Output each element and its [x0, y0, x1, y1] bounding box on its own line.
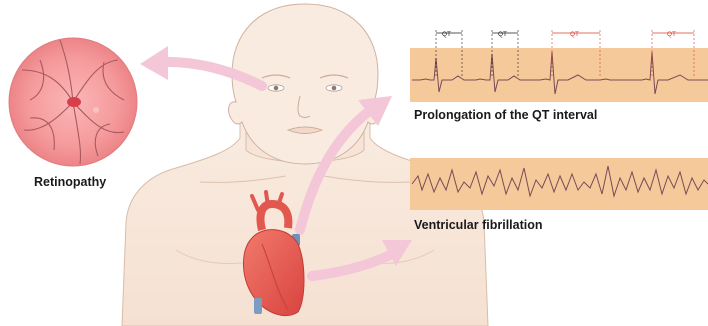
qt-label-1: QT: [442, 31, 451, 38]
macula: [67, 97, 81, 107]
ecg-qt-band: [410, 48, 708, 102]
retina-image: [9, 38, 137, 166]
left-pupil: [274, 86, 279, 91]
ecg-vf-band: [410, 158, 708, 210]
qt-label-3: QT: [570, 31, 579, 38]
right-pupil: [332, 86, 337, 91]
qt-prolongation-label: Prolongation of the QT interval: [414, 108, 597, 122]
vfib-label: Ventricular fibrillation: [414, 218, 543, 232]
qt-label-2: QT: [498, 31, 507, 38]
qt-label-4: QT: [667, 31, 676, 38]
arrow-eye-to-retina-head: [140, 46, 168, 80]
retinopathy-label: Retinopathy: [34, 175, 106, 189]
